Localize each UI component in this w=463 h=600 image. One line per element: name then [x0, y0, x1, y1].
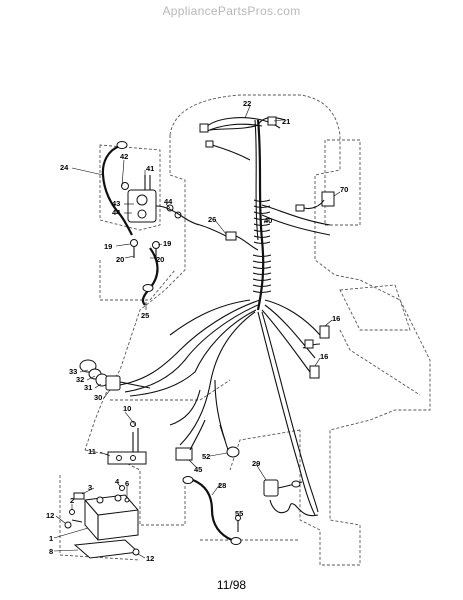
battery-hold-down-11: [107, 451, 147, 465]
callout-4: 4: [115, 477, 120, 486]
connector-26: [199, 224, 259, 251]
callout-20-left: 20: [116, 255, 124, 264]
callout-45: 45: [194, 465, 202, 474]
callout-42: 42: [120, 152, 128, 161]
tractor-frame-outline: [59, 94, 431, 566]
solenoid-terminal-top: [136, 194, 148, 206]
callout-19-left: 19: [104, 242, 112, 251]
bolt-55: [235, 515, 241, 532]
nut-6: [124, 497, 130, 503]
screw-12-left: [64, 521, 72, 529]
callout-43: 43: [112, 199, 120, 208]
main-wire-harness: [119, 116, 331, 517]
module-45: [175, 419, 206, 461]
callout-leaders: [53, 105, 341, 559]
callout-33: 33: [69, 367, 77, 376]
callout-21: 21: [282, 117, 290, 126]
battery-assembly: [64, 485, 140, 559]
module-45-body: [175, 447, 193, 461]
connectors-16: [302, 325, 330, 379]
callout-31: 31: [84, 383, 92, 392]
callout-28: 28: [218, 481, 226, 490]
connector-26-body: [225, 231, 237, 241]
battery-1: [84, 494, 139, 541]
switch-70-body: [321, 191, 335, 207]
callout-20-right: 20: [156, 255, 164, 264]
bolt-3: [73, 492, 85, 500]
solenoid-assembly: [101, 141, 201, 306]
callout-29: 29: [252, 459, 260, 468]
connector-16-lower: [309, 365, 320, 379]
callout-12-right: 12: [146, 554, 154, 563]
callout-16-lower: 16: [320, 352, 328, 361]
callout-70: 70: [340, 185, 348, 194]
callout-44-left: 44: [112, 208, 121, 217]
ignition-switch-assembly: [79, 359, 151, 391]
ignition-switch-30: [105, 375, 121, 391]
callout-40: 40: [264, 216, 272, 225]
page-footer: 11/98: [216, 578, 247, 592]
callout-6: 6: [125, 479, 129, 488]
connector-16-upper: [319, 325, 330, 339]
seat-switch-29: [263, 479, 303, 497]
callout-16-upper: 16: [332, 314, 340, 323]
callout-1: 1: [49, 534, 53, 543]
seat-switch-body: [263, 479, 279, 497]
callout-8: 8: [49, 547, 53, 556]
callout-25: 25: [141, 311, 149, 320]
callout-26: 26: [208, 215, 216, 224]
callout-24: 24: [60, 163, 69, 172]
callout-55: 55: [235, 509, 243, 518]
callout-2: 2: [70, 496, 74, 505]
terminal-52: [219, 424, 240, 458]
callout-30: 30: [94, 393, 102, 402]
watermark: AppliancePartsPros.com: [162, 4, 301, 18]
callout-32: 32: [76, 375, 84, 384]
battery-tray-8: [73, 539, 140, 559]
callout-10: 10: [123, 404, 131, 413]
callout-19-right: 19: [163, 239, 171, 248]
callout-12-left: 12: [46, 511, 54, 520]
callout-22: 22: [243, 99, 251, 108]
cable-24-ring-terminal: [116, 141, 128, 149]
headlight-wiring: [199, 116, 281, 161]
wire-loom-coil: [252, 199, 272, 294]
callout-41: 41: [146, 164, 154, 173]
battery-cables: [107, 421, 147, 465]
ground-cable-28: [182, 476, 242, 545]
headlight-socket-left: [199, 123, 209, 133]
switch-assembly-70: [295, 191, 335, 212]
callout-3: 3: [88, 483, 92, 492]
callout-44-right: 44: [164, 197, 173, 206]
screw-12-right: [132, 548, 140, 556]
solenoid-terminal-bottom: [137, 209, 147, 219]
callout-52: 52: [202, 452, 210, 461]
screw-2: [69, 509, 75, 515]
connector-16-mid: [304, 339, 314, 349]
key-33: [79, 359, 97, 373]
switch-connector: [295, 204, 305, 212]
headlight-connector: [205, 140, 214, 148]
callout-11: 11: [88, 447, 96, 456]
callout-labels: 24 42 41 43 44 44 19 19 20 20 25 22 21 2…: [46, 99, 348, 563]
